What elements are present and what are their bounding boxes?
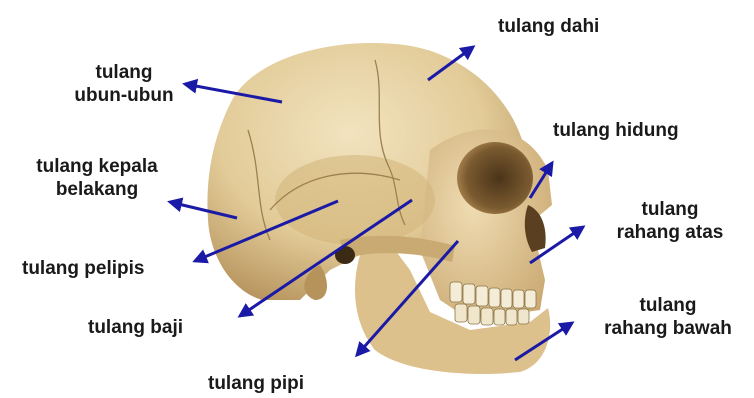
eye-orbit <box>457 142 533 214</box>
label-mandible: tulang rahang bawah <box>585 294 751 340</box>
label-zygomatic: tulang pipi <box>208 372 304 395</box>
label-temporal: tulang pelipis <box>22 257 144 280</box>
label-nasal: tulang hidung <box>553 119 679 142</box>
label-parietal: tulang ubun-ubun <box>54 61 194 107</box>
label-frontal: tulang dahi <box>498 15 599 38</box>
label-occipital: tulang kepala belakang <box>8 155 186 201</box>
label-maxilla: tulang rahang atas <box>595 198 745 244</box>
label-sphenoid: tulang baji <box>88 316 183 339</box>
